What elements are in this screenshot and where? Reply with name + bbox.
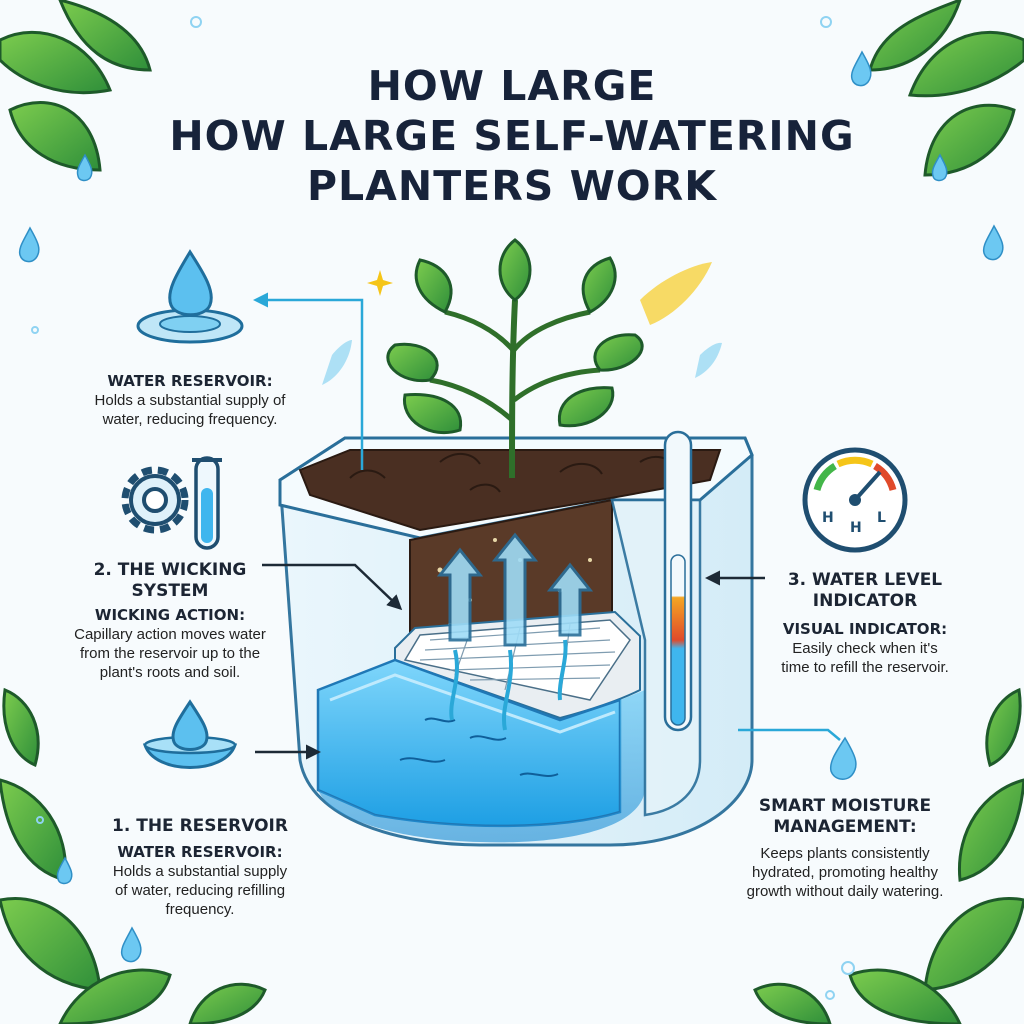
callout-heading: WATER RESERVOIR:	[107, 372, 273, 390]
callout-wicking-system: 2. THE WICKING SYSTEM WICKING ACTION: Ca…	[40, 560, 300, 682]
callout-body: growth without daily watering.	[746, 883, 944, 900]
callout-body: Holds a substantial supply	[112, 863, 288, 880]
callout-body: Holds a substantial supply of	[94, 392, 286, 409]
callout-heading: 3. WATER LEVEL	[787, 570, 943, 590]
page-title-line-3: PLANTERS WORK	[307, 162, 717, 210]
callout-reservoir: 1. THE RESERVOIR WATER RESERVOIR: Holds …	[80, 816, 320, 919]
callout-heading: MANAGEMENT:	[773, 817, 917, 837]
test-tube-icon	[192, 456, 222, 550]
callout-water-level-indicator: 3. WATER LEVEL INDICATOR VISUAL INDICATO…	[740, 570, 990, 677]
leaf-icon	[0, 0, 152, 172]
plant	[386, 238, 644, 479]
water-drop-ripple-icon	[136, 249, 244, 344]
leaf-icon	[640, 262, 712, 325]
gear-icon	[121, 466, 189, 534]
callout-body: water, reducing frequency.	[102, 411, 278, 428]
callout-body: Capillary action moves water	[74, 626, 266, 643]
gauge-label-left: H	[822, 510, 834, 526]
callout-heading: SYSTEM	[131, 581, 209, 601]
callout-heading: 2. THE WICKING	[93, 560, 247, 580]
planter-cutaway	[278, 430, 754, 847]
callout-subheading: VISUAL INDICATOR:	[782, 620, 948, 638]
callout-body: Easily check when it's	[792, 640, 938, 657]
callout-smart-moisture: SMART MOISTURE MANAGEMENT: Keeps plants …	[710, 796, 980, 901]
callout-body: of water, reducing refilling	[114, 882, 286, 899]
callout-body: plant's roots and soil.	[99, 664, 241, 681]
page-title-line-2: HOW LARGE SELF-WATERING	[169, 112, 855, 160]
sparkle-icon	[367, 270, 393, 296]
callout-heading: SMART MOISTURE	[758, 796, 932, 816]
leaf-icon	[188, 982, 832, 1024]
water-drop-icon	[18, 50, 1004, 963]
leaf-icon	[0, 687, 172, 1024]
callout-heading: 1. THE RESERVOIR	[112, 816, 288, 836]
water-drop-bowl-icon	[142, 699, 238, 769]
callout-body: Keeps plants consistently	[760, 845, 930, 862]
leaf-icon	[848, 687, 1024, 1024]
callout-subheading: WATER RESERVOIR:	[117, 843, 283, 861]
callout-body: hydrated, promoting healthy	[752, 864, 938, 881]
callout-subheading: WICKING ACTION:	[94, 606, 246, 624]
gauge-label-right: L	[877, 510, 886, 526]
callout-heading: INDICATOR	[812, 591, 918, 611]
gauge-icon	[802, 447, 908, 553]
callout-body: time to refill the reservoir.	[781, 659, 949, 676]
callout-body: from the reservoir up to the	[79, 645, 261, 662]
callout-body: frequency.	[165, 901, 235, 918]
callout-water-reservoir-top: WATER RESERVOIR: Holds a substantial sup…	[70, 372, 310, 429]
page-title-line-1: HOW LARGE	[367, 62, 657, 110]
gauge-label-mid: H	[850, 520, 862, 536]
